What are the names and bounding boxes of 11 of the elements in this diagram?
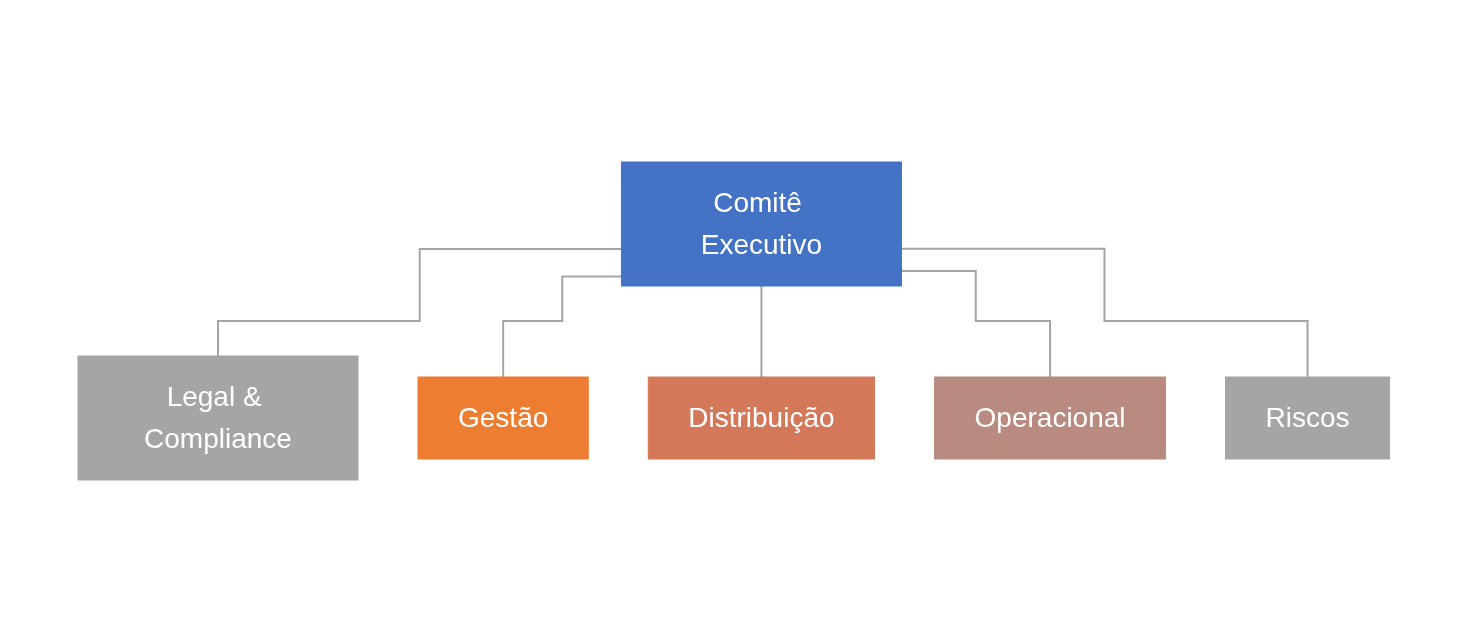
connector [502, 275, 623, 378]
node-box: Legal & Compliance [77, 355, 359, 480]
connector [760, 284, 763, 378]
node-box: Operacional [934, 376, 1167, 459]
connector [900, 269, 1052, 378]
node-box: Gestão [417, 376, 589, 459]
node-box: Riscos [1225, 376, 1391, 459]
connector [900, 247, 1309, 378]
node-box: Comitê Executivo [621, 161, 903, 286]
connector [217, 247, 623, 357]
node-box: Distribuição [648, 376, 876, 459]
